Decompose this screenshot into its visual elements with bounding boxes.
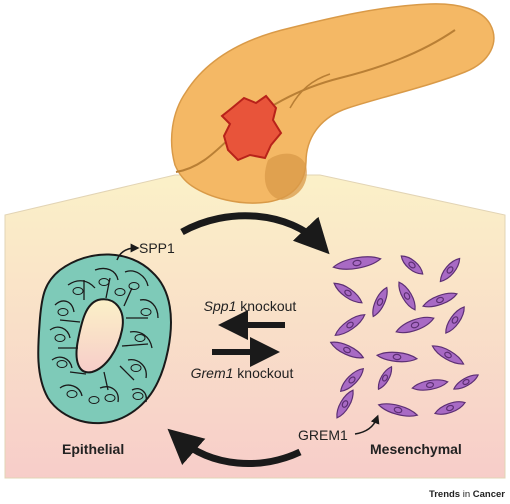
spp1-knockout-gene: Spp1 [204, 298, 237, 314]
spp1-connector-arrow [116, 243, 140, 261]
mesenchymal-cell [377, 365, 393, 391]
grem1-knockout-gene: Grem1 [191, 365, 234, 381]
epithelial-cluster [37, 253, 172, 425]
mesenchymal-cell [333, 282, 363, 304]
mesenchymal-cell [439, 257, 461, 283]
mesenchymal-label: Mesenchymal [370, 441, 462, 457]
epithelial-label: Epithelial [62, 441, 124, 457]
mesenchymal-cell [398, 281, 416, 311]
mesenchymal-cell [434, 401, 466, 415]
credit-prefix: Trends [429, 489, 460, 500]
mesenchymal-cell [452, 374, 480, 390]
spp1-knockout-word: knockout [236, 298, 296, 314]
bottom-curved-arrow [167, 428, 302, 468]
mesenchymal-cell [372, 286, 388, 318]
pancreas-organ [170, 3, 495, 204]
mesenchymal-cell [332, 256, 382, 270]
mesenchymal-cell [375, 351, 419, 363]
mesenchymal-cell [377, 403, 419, 417]
mesenchymal-cell [411, 379, 449, 391]
credit-suffix: Cancer [473, 489, 506, 500]
trends-in-cancer-credit: Trends in Cancer [429, 489, 505, 500]
mesenchymal-cell [329, 341, 365, 359]
top-curved-arrow [180, 212, 330, 255]
mesenchymal-cell [431, 345, 465, 365]
spp1-label: SPP1 [139, 240, 175, 256]
grem1-connector-arrow [354, 414, 380, 435]
credit-middle: in [460, 489, 473, 500]
grem1-label: GREM1 [298, 427, 348, 443]
mesenchymal-cell [334, 314, 366, 336]
tumor [220, 94, 283, 162]
mesenchymal-cell [395, 316, 435, 334]
mesenchymal-cells [329, 255, 480, 419]
mesenchymal-cell [422, 292, 458, 308]
spp1-knockout-label: Spp1 knockout [204, 298, 297, 314]
mesenchymal-cell [336, 389, 354, 419]
mesenchymal-cell [400, 255, 424, 275]
mesenchymal-cell [445, 306, 465, 334]
grem1-knockout-label: Grem1 knockout [191, 365, 294, 381]
mesenchymal-cell [339, 367, 365, 393]
grem1-knockout-word: knockout [233, 365, 293, 381]
